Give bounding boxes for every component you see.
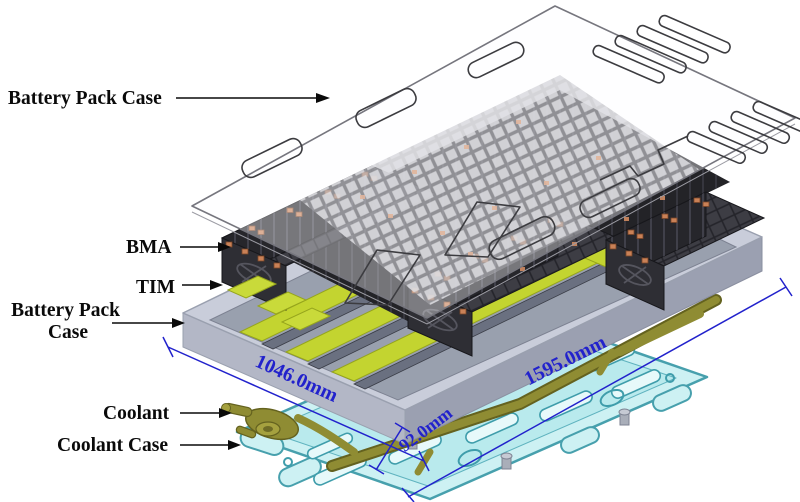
cover-plate	[191, 5, 796, 319]
battery-pack-case-top-part	[191, 5, 800, 325]
coolant-branch-2	[596, 348, 616, 376]
arrowhead	[172, 318, 185, 328]
callout-battery-pack-case-top: Battery Pack Case	[8, 88, 330, 109]
module-terminals	[609, 197, 710, 264]
arrowhead	[219, 408, 232, 418]
coolant-fitting	[221, 402, 358, 456]
callout-label: TIM	[136, 277, 175, 298]
bma-module-3	[604, 191, 766, 311]
callout-coolant: Coolant	[103, 403, 232, 424]
cover-cutouts	[241, 14, 800, 306]
callout-tim: TIM	[136, 277, 223, 298]
coolant-case-ports	[283, 373, 675, 468]
callout-label: Battery Pack Case	[11, 300, 125, 343]
callout-battery-pack-case-bottom: Battery Pack Case	[11, 300, 185, 343]
cover-translucent-zone	[300, 75, 700, 305]
callout-bma: BMA	[126, 237, 231, 258]
tim-tips	[226, 275, 332, 331]
callout-label-line2: Case	[48, 322, 88, 343]
callout-label-line1: Battery Pack	[11, 300, 120, 321]
callout-label: Battery Pack Case	[8, 88, 162, 109]
arrowhead	[210, 280, 223, 290]
callout-label: Coolant Case	[57, 435, 168, 456]
arrowhead	[218, 242, 231, 252]
arrowhead	[316, 93, 330, 103]
arrowhead	[228, 440, 241, 450]
cover-edge-thickness	[191, 123, 796, 325]
callout-label: Coolant	[103, 403, 170, 424]
coolant-strip-right	[616, 310, 704, 356]
callouts: Battery Pack Case BMA TIM Battery Pack C…	[8, 88, 330, 456]
coolant-part	[221, 294, 722, 476]
callout-label: BMA	[126, 237, 172, 258]
callout-coolant-case: Coolant Case	[57, 435, 241, 456]
coolant-case-tabs	[239, 384, 692, 488]
